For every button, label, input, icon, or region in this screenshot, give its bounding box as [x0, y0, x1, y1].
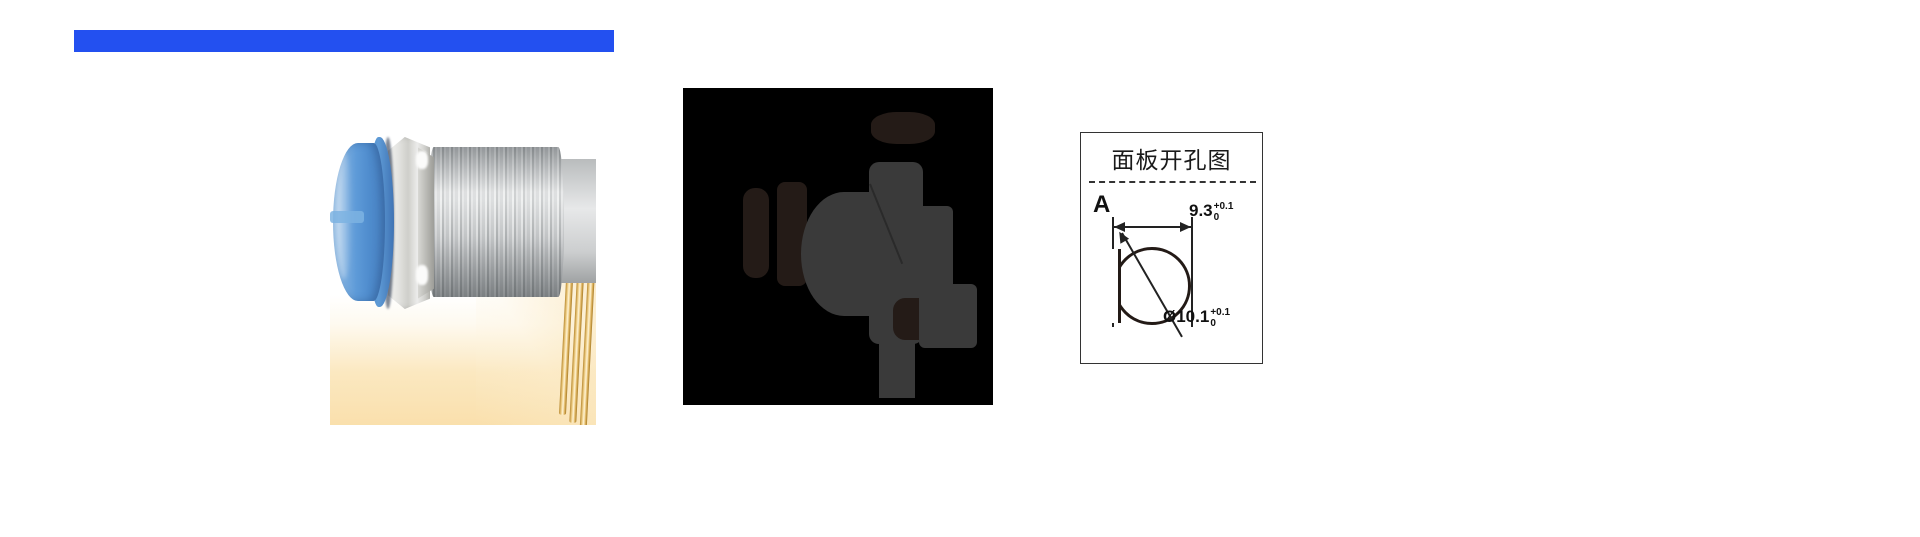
render-shape-top — [871, 112, 935, 144]
dimension-line-width — [1114, 226, 1191, 228]
width-tolerance-lower: 0 — [1213, 211, 1220, 223]
header-accent-bar — [74, 30, 614, 52]
cutout-hole-flat — [1111, 249, 1121, 323]
panel-cutout-title: 面板开孔图 — [1111, 148, 1232, 174]
diameter-tolerance-lower: 0 — [1210, 317, 1216, 329]
technical-render — [683, 88, 993, 405]
render-body-right — [911, 206, 953, 298]
width-tolerance-upper: +0.1 — [1213, 201, 1234, 212]
diameter-dimension-value: Ø10.1 — [1163, 307, 1210, 326]
dimension-arrow-right-icon — [1180, 222, 1191, 232]
render-foot — [919, 284, 977, 348]
hex-nut-highlight-bottom — [416, 265, 428, 285]
width-dimension-value: 9.3 — [1189, 201, 1213, 220]
dimension-arrow-left-icon — [1114, 222, 1125, 232]
hex-nut-highlight-top — [416, 151, 428, 169]
threaded-barrel — [428, 147, 564, 297]
button-cap-notch — [330, 211, 364, 223]
diameter-tolerance-upper: +0.1 — [1210, 307, 1231, 318]
product-photo — [330, 115, 596, 425]
render-shape-left-a — [743, 188, 769, 278]
panel-cutout-divider — [1089, 181, 1256, 183]
hex-nut-edge — [418, 147, 434, 299]
extension-line-right — [1191, 217, 1193, 327]
reference-letter: A — [1093, 191, 1111, 218]
product-photo-canvas — [330, 115, 596, 425]
